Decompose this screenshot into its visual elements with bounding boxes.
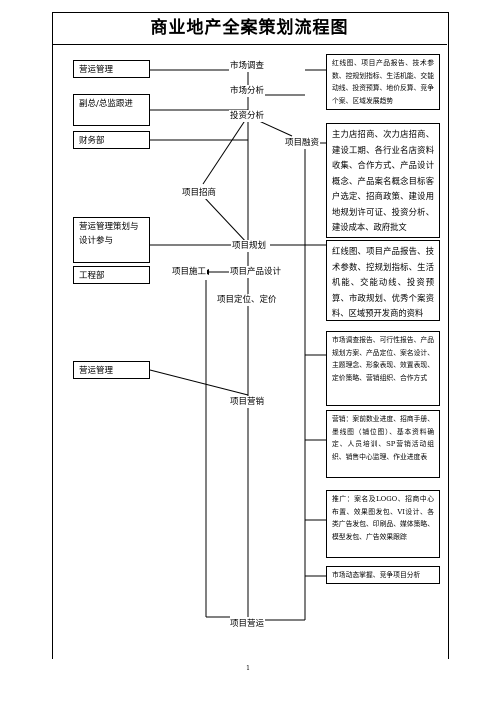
diag-invest-leasing bbox=[202, 115, 249, 185]
link-ops-mid bbox=[149, 369, 249, 396]
right-box-7: 市场动态掌握、竞争项目分析 bbox=[326, 566, 440, 584]
step-project-operation: 项目营运 bbox=[229, 618, 266, 630]
ops-planning-box: 营运管理策划与设计参与 bbox=[73, 217, 150, 263]
vp-gm-box: 副总/总监跟进 bbox=[73, 94, 150, 126]
step-project-planning: 项目规划 bbox=[231, 240, 268, 252]
ops-mgmt-top-box: 营运管理 bbox=[73, 60, 150, 78]
finance-box: 财务部 bbox=[73, 131, 150, 149]
right-box-3: 红线图、项目产品报告、技术参数、控规划指标、生活机能、交能动线、投资预算、市政规… bbox=[326, 240, 440, 321]
page-title: 商业地产全案策划流程图 bbox=[52, 12, 447, 45]
step-project-leasing: 项目招商 bbox=[181, 187, 218, 199]
right-box-6: 推广：案名及LOGO、招商中心布置、效果图发包、VI设计、各类广告发包、印刷品、… bbox=[326, 490, 440, 558]
ops-mgmt-mid-box: 营运管理 bbox=[73, 361, 150, 379]
step-project-construction: 项目施工 bbox=[171, 266, 208, 278]
right-box-5: 营销：案前数业进度、招商手册、墨线图（铺位图）、基本资料确定、人员培训、SP营销… bbox=[326, 410, 440, 478]
step-investment-analysis: 投资分析 bbox=[229, 110, 266, 122]
step-market-analysis: 市场分析 bbox=[229, 85, 266, 97]
step-project-financing: 项目融资 bbox=[284, 137, 321, 149]
page-frame bbox=[52, 12, 449, 659]
engineering-box: 工程部 bbox=[73, 266, 150, 284]
right-box-4: 市场调查报告、可行性报告、产品规划方案、产品定位、案名设计、主题理念、形象表现、… bbox=[326, 331, 440, 406]
right-box-1: 红线图、项目产品报告、技术参数、控规划指标、生活机能、交能动线、投资预算、地价反… bbox=[326, 54, 440, 110]
step-product-design: 项目产品设计 bbox=[229, 266, 283, 278]
page-number: 1 bbox=[246, 665, 250, 672]
step-project-marketing: 项目营销 bbox=[229, 396, 266, 408]
step-positioning-pricing: 项目定位、定价 bbox=[216, 294, 278, 306]
right-box-2: 主力店招商、次力店招商、建设工期、各行业名店资料收集、合作方式、产品设计概念、产… bbox=[326, 123, 440, 238]
step-market-research: 市场调查 bbox=[229, 60, 266, 72]
diag-leasing-planning bbox=[202, 195, 249, 245]
